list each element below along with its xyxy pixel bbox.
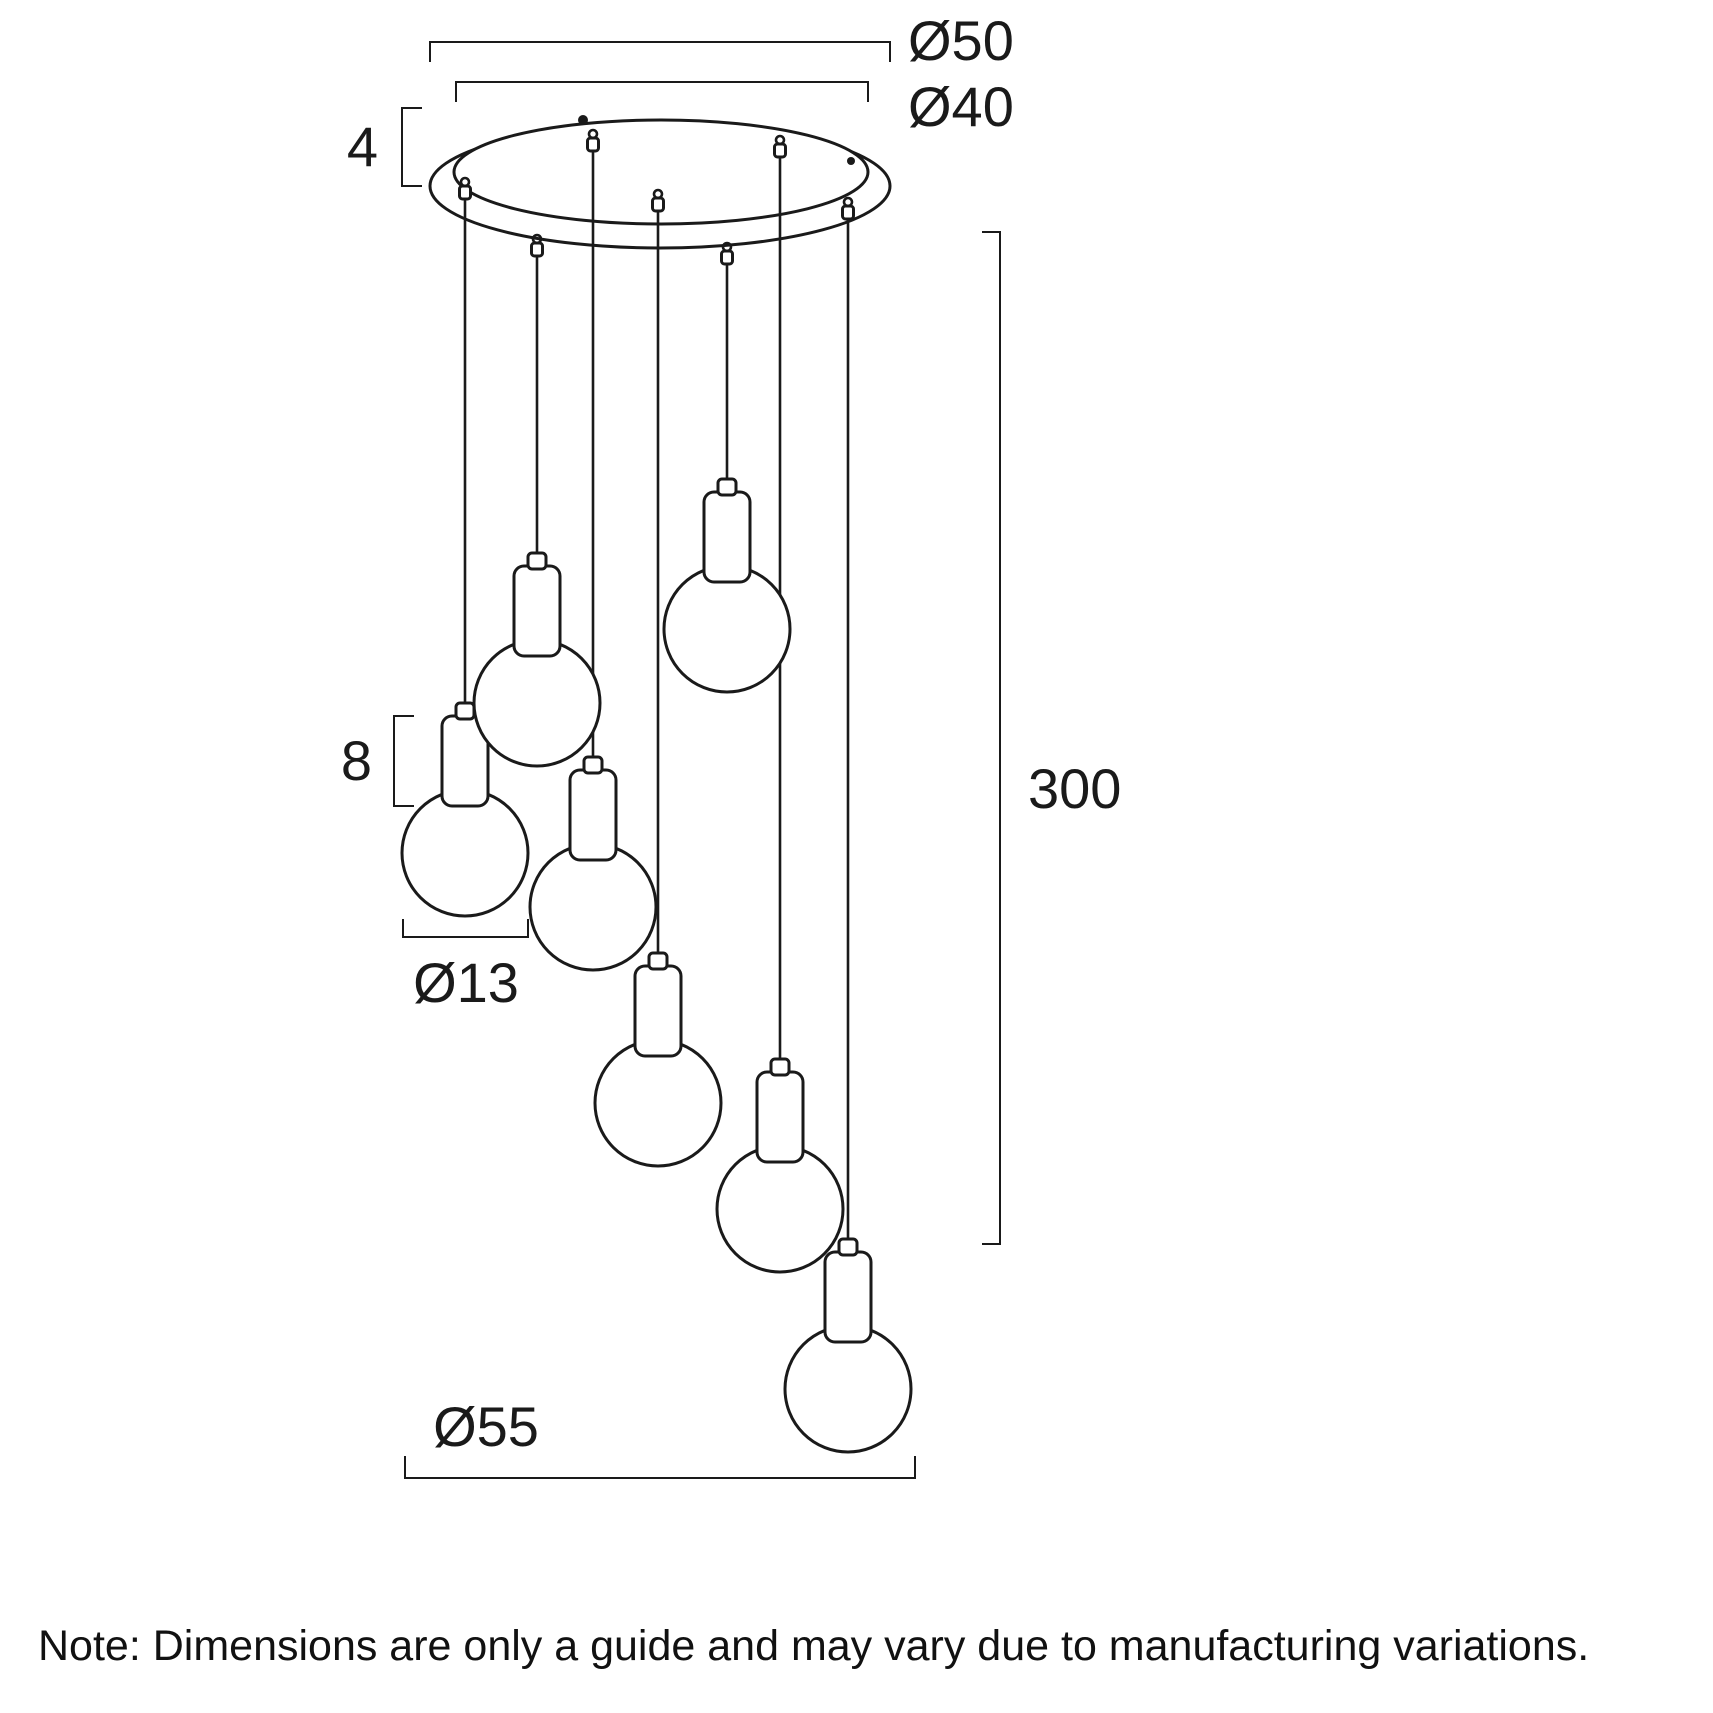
- dim-line: [393, 715, 414, 807]
- bulb-globe: [783, 1324, 913, 1454]
- socket-body: [702, 490, 752, 584]
- bulb-globe: [472, 638, 602, 768]
- grommet-2: [530, 233, 544, 258]
- dim-line: [455, 81, 869, 102]
- socket-body: [568, 768, 618, 862]
- socket-cap: [454, 701, 476, 721]
- pendant-1: [400, 701, 530, 918]
- bulb-globe: [715, 1144, 845, 1274]
- dim-line: [982, 231, 1001, 1245]
- socket-body: [823, 1250, 873, 1344]
- grommet-6: [773, 134, 787, 159]
- dim-canopy-pitch: Ø40: [455, 75, 1014, 138]
- socket-body: [755, 1070, 805, 1164]
- dim-line: [402, 919, 529, 938]
- pendant-4: [593, 951, 723, 1168]
- socket-cap: [837, 1237, 859, 1257]
- cord-grommets: [458, 128, 855, 266]
- dim-canopy-height-label: 4: [347, 115, 378, 178]
- dim-canopy-height: 4: [347, 107, 422, 187]
- dim-canopy-pitch-label: Ø40: [908, 75, 1014, 138]
- dim-overall-drop-label: 300: [1028, 757, 1121, 820]
- socket-cap: [526, 551, 548, 571]
- grommet-7: [841, 196, 855, 221]
- dim-shade-diameter-label: Ø13: [413, 951, 519, 1014]
- bulb-globe: [400, 788, 530, 918]
- pendant-5: [662, 477, 792, 694]
- socket-body: [512, 564, 562, 658]
- dim-socket-height: 8: [341, 715, 414, 807]
- pendant-3: [528, 755, 658, 972]
- socket-cap: [769, 1057, 791, 1077]
- grommet-4: [651, 188, 665, 213]
- canopy-top-face: [452, 118, 870, 226]
- socket-cap: [716, 477, 738, 497]
- dim-line: [401, 107, 422, 187]
- dim-overall-spread-label: Ø55: [433, 1395, 539, 1458]
- socket-cap: [647, 951, 669, 971]
- bulb-globe: [593, 1038, 723, 1168]
- canopy-screw-icon: [578, 115, 588, 125]
- dim-socket-height-label: 8: [341, 729, 372, 792]
- pendant-6: [715, 1057, 845, 1274]
- grommet-3: [586, 128, 600, 153]
- canopy-screw-icon: [847, 157, 855, 165]
- dim-canopy-outer: Ø50: [429, 9, 1014, 72]
- grommet-1: [458, 176, 472, 201]
- dim-shade-diameter: Ø13: [402, 919, 529, 1014]
- socket-body: [633, 964, 683, 1058]
- grommet-5: [720, 241, 734, 266]
- manufacturing-note: Note: Dimensions are only a guide and ma…: [38, 1622, 1589, 1670]
- bulb-globe: [528, 842, 658, 972]
- dim-overall-spread: Ø55: [404, 1395, 916, 1479]
- dim-overall-drop: 300: [982, 231, 1121, 1245]
- dim-canopy-outer-label: Ø50: [908, 9, 1014, 72]
- dim-line: [404, 1456, 916, 1479]
- pendant-7: [783, 1237, 913, 1454]
- socket-cap: [582, 755, 604, 775]
- dim-line: [429, 41, 891, 62]
- pendant-2: [472, 551, 602, 768]
- bulb-globe: [662, 564, 792, 694]
- ceiling-canopy: [428, 115, 892, 250]
- suspension-cords: [463, 150, 850, 1252]
